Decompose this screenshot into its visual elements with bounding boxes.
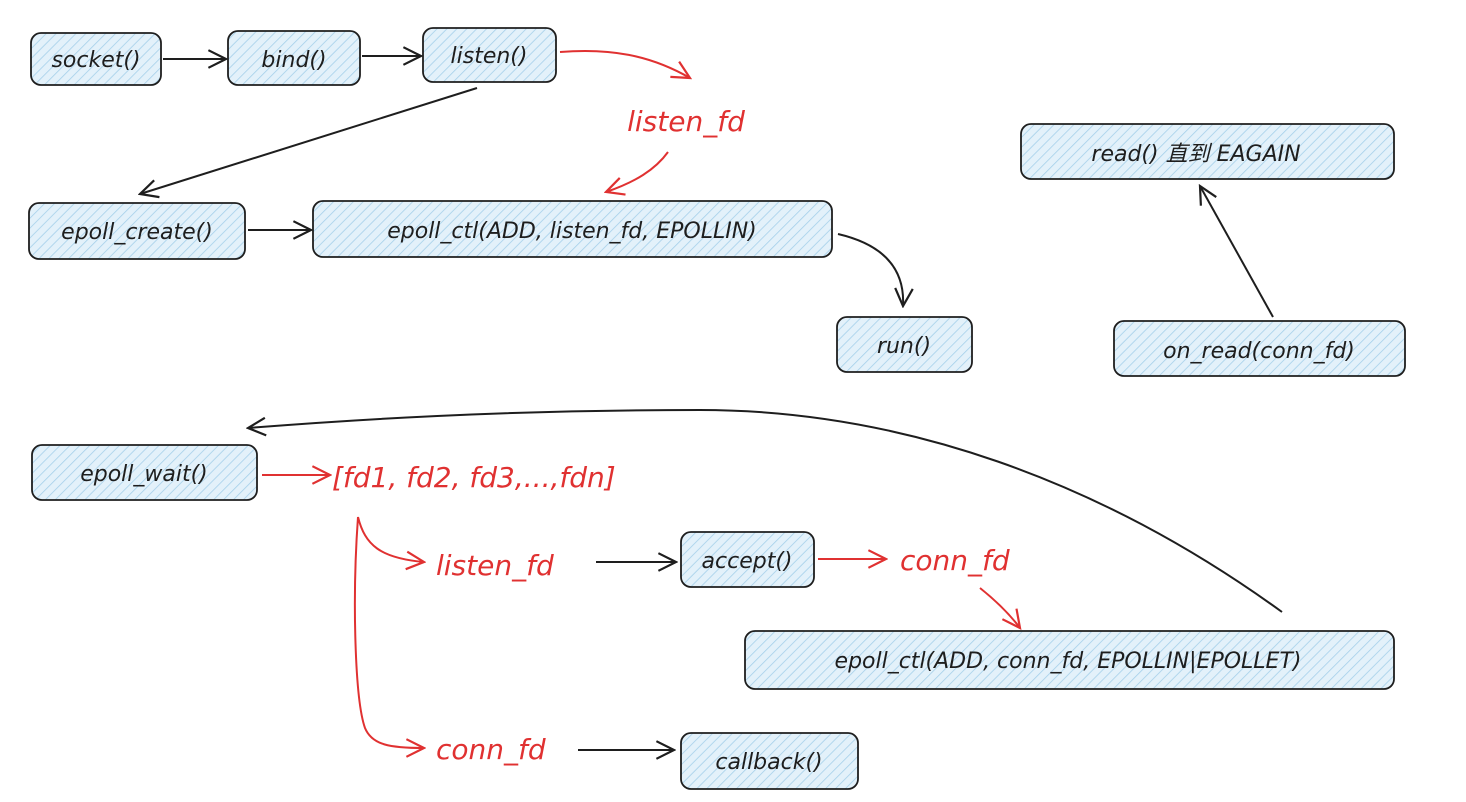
- node-accept: accept(): [680, 531, 815, 588]
- arrow-listen-fd-to-epoll-ctl: [606, 151, 669, 192]
- arrow-listen-to-listen-fd: [559, 49, 690, 78]
- node-run: run(): [836, 316, 973, 373]
- node-socket-label: socket(): [51, 48, 140, 73]
- arrow-on-read-to-read: [1200, 186, 1274, 318]
- node-listen-label: listen(): [451, 44, 528, 69]
- node-epoll-create-label: epoll_create(): [61, 220, 213, 245]
- node-run-label: run(): [877, 334, 931, 359]
- node-on-read: on_read(conn_fd): [1113, 320, 1406, 377]
- label-conn-fd-after-accept: conn_fd: [900, 544, 1010, 577]
- node-socket: socket(): [30, 32, 162, 86]
- node-bind-label: bind(): [261, 48, 326, 73]
- node-listen: listen(): [422, 27, 557, 83]
- node-callback-label: callback(): [715, 750, 822, 775]
- node-epoll-ctl-conn: epoll_ctl(ADD, conn_fd, EPOLLIN|EPOLLET): [744, 630, 1395, 690]
- arrow-listen-to-epoll-create: [140, 87, 478, 194]
- node-on-read-label: on_read(conn_fd): [1163, 339, 1355, 364]
- node-callback: callback(): [680, 732, 859, 790]
- node-read-until-eagain-label: read() 直到 EAGAIN: [1091, 142, 1300, 167]
- node-epoll-create: epoll_create(): [28, 202, 246, 260]
- node-bind: bind(): [227, 30, 361, 86]
- label-listen-fd-branch: listen_fd: [436, 549, 554, 582]
- label-listen-fd: listen_fd: [627, 105, 745, 138]
- arrow-loop-back-to-epoll-wait: [248, 408, 1283, 613]
- arrow-conn-fd-to-epoll-ctl: [979, 587, 1020, 628]
- label-conn-fd-branch: conn_fd: [436, 733, 546, 766]
- node-read-until-eagain: read() 直到 EAGAIN: [1020, 123, 1395, 180]
- node-epoll-wait-label: epoll_wait(): [80, 462, 208, 487]
- node-epoll-ctl-listen-label: epoll_ctl(ADD, listen_fd, EPOLLIN): [387, 219, 757, 244]
- label-fd-list: [fd1, fd2, fd3,...,fdn]: [332, 461, 616, 494]
- arrow-fd-list-to-listen-fd: [357, 516, 424, 562]
- node-accept-label: accept(): [702, 549, 793, 574]
- arrow-fd-list-to-conn-fd: [353, 516, 424, 748]
- node-epoll-ctl-conn-label: epoll_ctl(ADD, conn_fd, EPOLLIN|EPOLLET): [835, 649, 1302, 674]
- arrow-epoll-ctl-to-run: [837, 233, 903, 306]
- node-epoll-wait: epoll_wait(): [31, 444, 258, 501]
- node-epoll-ctl-listen: epoll_ctl(ADD, listen_fd, EPOLLIN): [312, 200, 833, 258]
